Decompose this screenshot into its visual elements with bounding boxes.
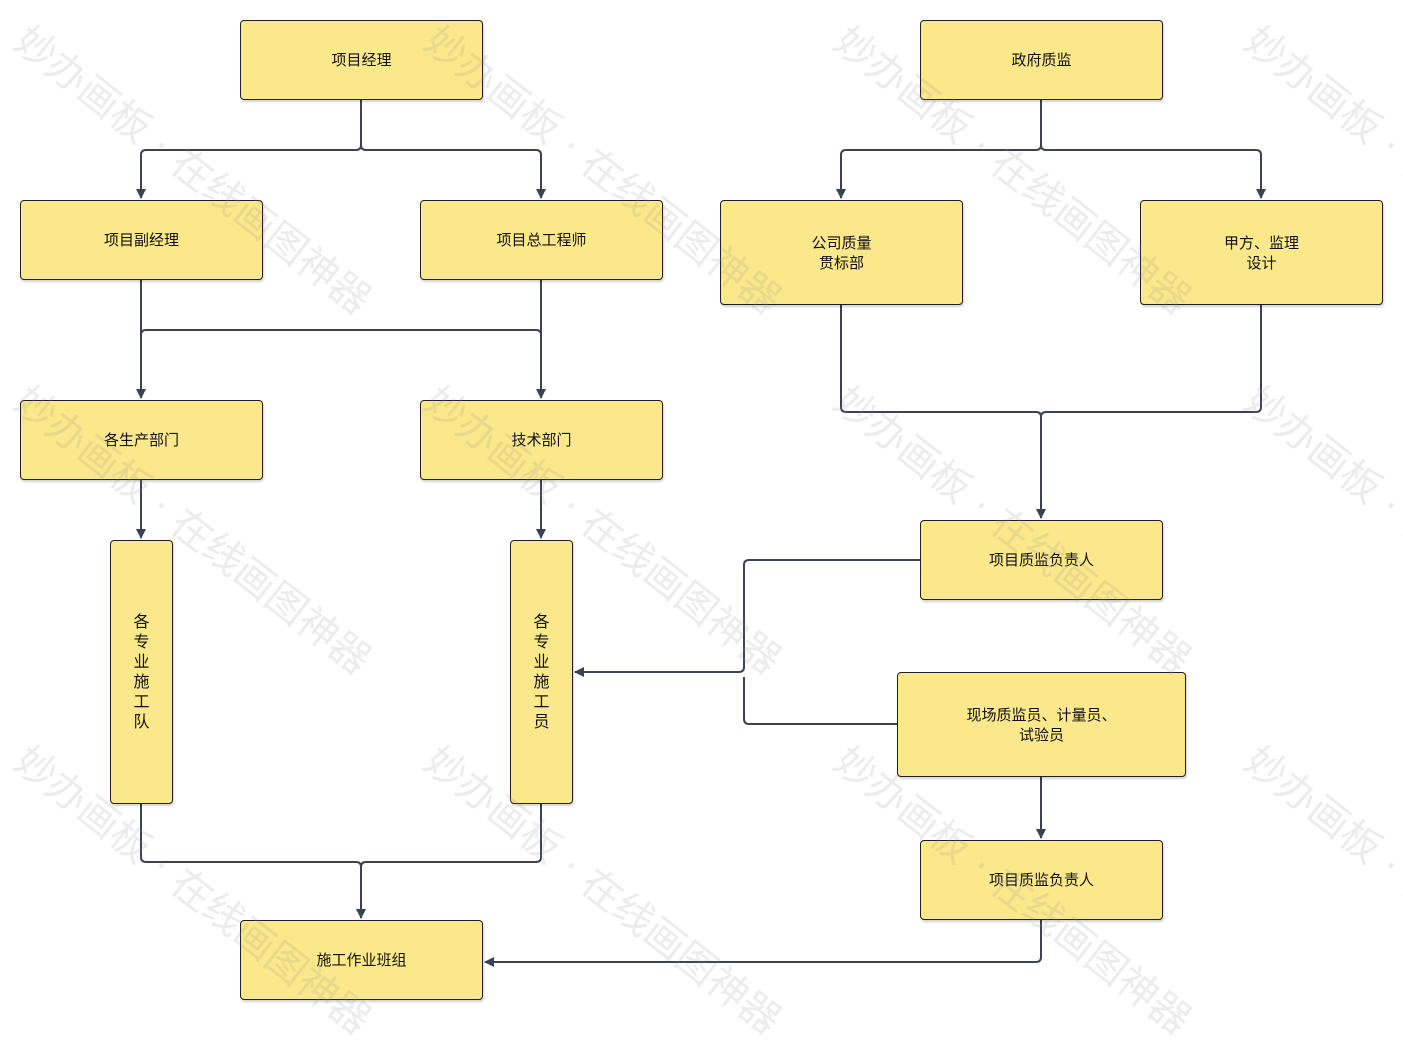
connector-layer (136, 100, 1266, 967)
node-specialty-construction-workers[interactable]: 各 专 业 施 工 员 (510, 540, 573, 804)
node-vice-project-manager[interactable]: 项目副经理 (20, 200, 263, 280)
edge-pm-to-vice-pm (136, 100, 362, 199)
edge-pm-to-chief-eng (360, 144, 546, 199)
node-project-manager[interactable]: 项目经理 (240, 20, 483, 100)
edge-gov-to-company (836, 100, 1042, 199)
edge-cross-link (140, 329, 542, 336)
edge-inspectors-to-workers (743, 677, 897, 725)
edge-gov-to-owner (1040, 144, 1266, 199)
node-project-quality-head-2[interactable]: 项目质监负责人 (920, 840, 1163, 920)
node-company-quality-dept[interactable]: 公司质量 贯标部 (720, 200, 963, 305)
edge-owner-to-qhead (1040, 305, 1262, 418)
edge-qhead-to-workers (574, 559, 920, 677)
node-government-quality[interactable]: 政府质监 (920, 20, 1163, 100)
node-specialty-construction-teams[interactable]: 各 专 业 施 工 队 (110, 540, 173, 804)
node-project-quality-head[interactable]: 项目质监负责人 (920, 520, 1163, 600)
node-chief-engineer[interactable]: 项目总工程师 (420, 200, 663, 280)
edge-company-to-qhead (840, 305, 1046, 519)
diagram-canvas: 项目经理 政府质监 项目副经理 项目总工程师 公司质量 贯标部 甲方、监理 设计… (6, 18, 1403, 1044)
node-site-inspectors[interactable]: 现场质监员、计量员、 试验员 (897, 672, 1186, 777)
node-work-groups[interactable]: 施工作业班组 (240, 920, 483, 1000)
edge-teams-to-groups (140, 804, 366, 919)
node-production-departments[interactable]: 各生产部门 (20, 400, 263, 480)
node-technical-department[interactable]: 技术部门 (420, 400, 663, 480)
edge-qhead2-to-groups (484, 920, 1042, 967)
node-owner-supervisor-design[interactable]: 甲方、监理 设计 (1140, 200, 1383, 305)
edge-workers-to-groups (360, 804, 542, 868)
